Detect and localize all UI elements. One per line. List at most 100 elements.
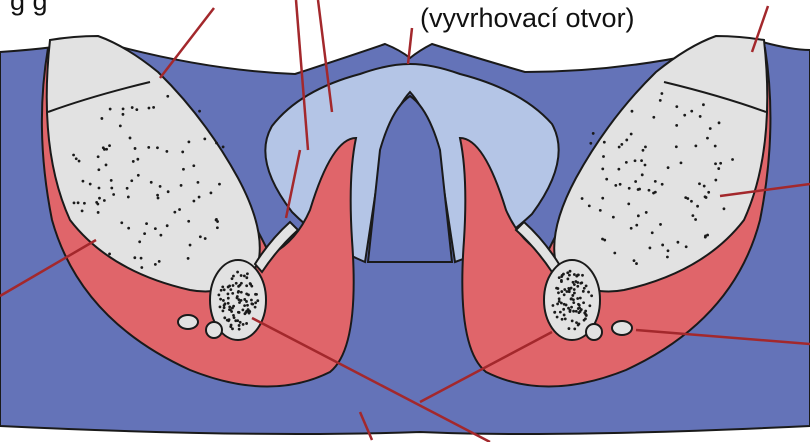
texture-dot: [223, 306, 226, 309]
texture-dot: [714, 179, 717, 182]
texture-dot: [566, 278, 569, 281]
texture-dot: [719, 162, 722, 165]
texture-dot: [585, 284, 588, 287]
texture-dot: [637, 188, 640, 191]
texture-dot: [703, 185, 706, 188]
texture-dot: [640, 159, 643, 162]
texture-dot: [582, 301, 585, 304]
texture-dot: [683, 114, 686, 117]
texture-dot: [552, 304, 555, 307]
texture-dot: [553, 311, 556, 314]
right-small-body: [612, 321, 632, 335]
texture-dot: [232, 314, 235, 317]
texture-dot: [583, 287, 586, 290]
texture-dot: [644, 164, 647, 167]
texture-dot: [228, 305, 231, 308]
texture-dot: [148, 107, 151, 110]
texture-dot: [560, 279, 563, 282]
texture-dot: [254, 301, 257, 304]
texture-dot: [222, 146, 225, 149]
texture-dot: [625, 161, 628, 164]
texture-dot: [82, 180, 85, 183]
texture-dot: [105, 164, 108, 167]
texture-dot: [620, 143, 623, 146]
texture-dot: [245, 322, 248, 325]
texture-dot: [103, 199, 106, 202]
texture-dot: [249, 282, 252, 285]
texture-dot: [243, 274, 246, 277]
texture-dot: [691, 214, 694, 217]
texture-dot: [587, 291, 590, 294]
texture-dot: [197, 181, 200, 184]
texture-dot: [145, 222, 148, 225]
texture-dot: [645, 211, 648, 214]
texture-dot: [654, 180, 657, 183]
texture-dot: [109, 108, 112, 111]
texture-dot: [237, 285, 240, 288]
texture-dot: [237, 290, 240, 293]
texture-dot: [245, 276, 248, 279]
texture-dot: [675, 145, 678, 148]
texture-dot: [227, 319, 230, 322]
texture-dot: [556, 303, 559, 306]
texture-dot: [235, 282, 238, 285]
texture-dot: [129, 137, 132, 140]
texture-dot: [573, 292, 576, 295]
texture-dot: [637, 214, 640, 217]
texture-dot: [189, 244, 192, 247]
texture-dot: [127, 196, 130, 199]
texture-dot: [97, 168, 100, 171]
texture-dot: [634, 159, 637, 162]
texture-dot: [592, 132, 595, 135]
texture-dot: [243, 304, 246, 307]
texture-dot: [110, 179, 113, 182]
texture-dot: [120, 221, 123, 224]
texture-dot: [578, 311, 581, 314]
texture-dot: [631, 110, 634, 113]
texture-dot: [605, 178, 608, 181]
texture-dot: [633, 259, 636, 262]
texture-dot: [140, 257, 143, 260]
texture-dot: [560, 290, 563, 293]
texture-dot: [97, 155, 100, 158]
texture-dot: [568, 288, 571, 291]
texture-dot: [228, 285, 231, 288]
texture-dot: [690, 200, 693, 203]
texture-dot: [714, 162, 717, 165]
texture-dot: [585, 314, 588, 317]
texture-dot: [694, 144, 697, 147]
texture-dot: [723, 207, 726, 210]
texture-dot: [230, 310, 233, 313]
texture-dot: [96, 203, 99, 206]
texture-dot: [603, 239, 606, 242]
texture-dot: [89, 183, 92, 186]
texture-dot: [707, 191, 710, 194]
texture-dot: [166, 224, 169, 227]
texture-dot: [582, 290, 585, 293]
texture-dot: [565, 290, 568, 293]
texture-dot: [240, 291, 243, 294]
texture-dot: [232, 284, 235, 287]
texture-dot: [581, 197, 584, 200]
texture-dot: [232, 275, 235, 278]
texture-dot: [588, 304, 591, 307]
texture-dot: [156, 146, 159, 149]
texture-dot: [215, 218, 218, 221]
texture-dot: [601, 167, 604, 170]
texture-dot: [227, 297, 230, 300]
texture-dot: [221, 286, 224, 289]
texture-dot: [714, 145, 717, 148]
texture-dot: [192, 200, 195, 203]
texture-dot: [556, 316, 559, 319]
texture-dot: [137, 174, 140, 177]
texture-dot: [154, 263, 157, 266]
texture-dot: [203, 137, 206, 140]
texture-dot: [599, 209, 602, 212]
texture-dot: [254, 306, 257, 309]
texture-dot: [237, 298, 240, 301]
texture-dot: [558, 276, 561, 279]
texture-dot: [240, 282, 243, 285]
texture-dot: [694, 218, 697, 221]
texture-dot: [215, 142, 218, 145]
